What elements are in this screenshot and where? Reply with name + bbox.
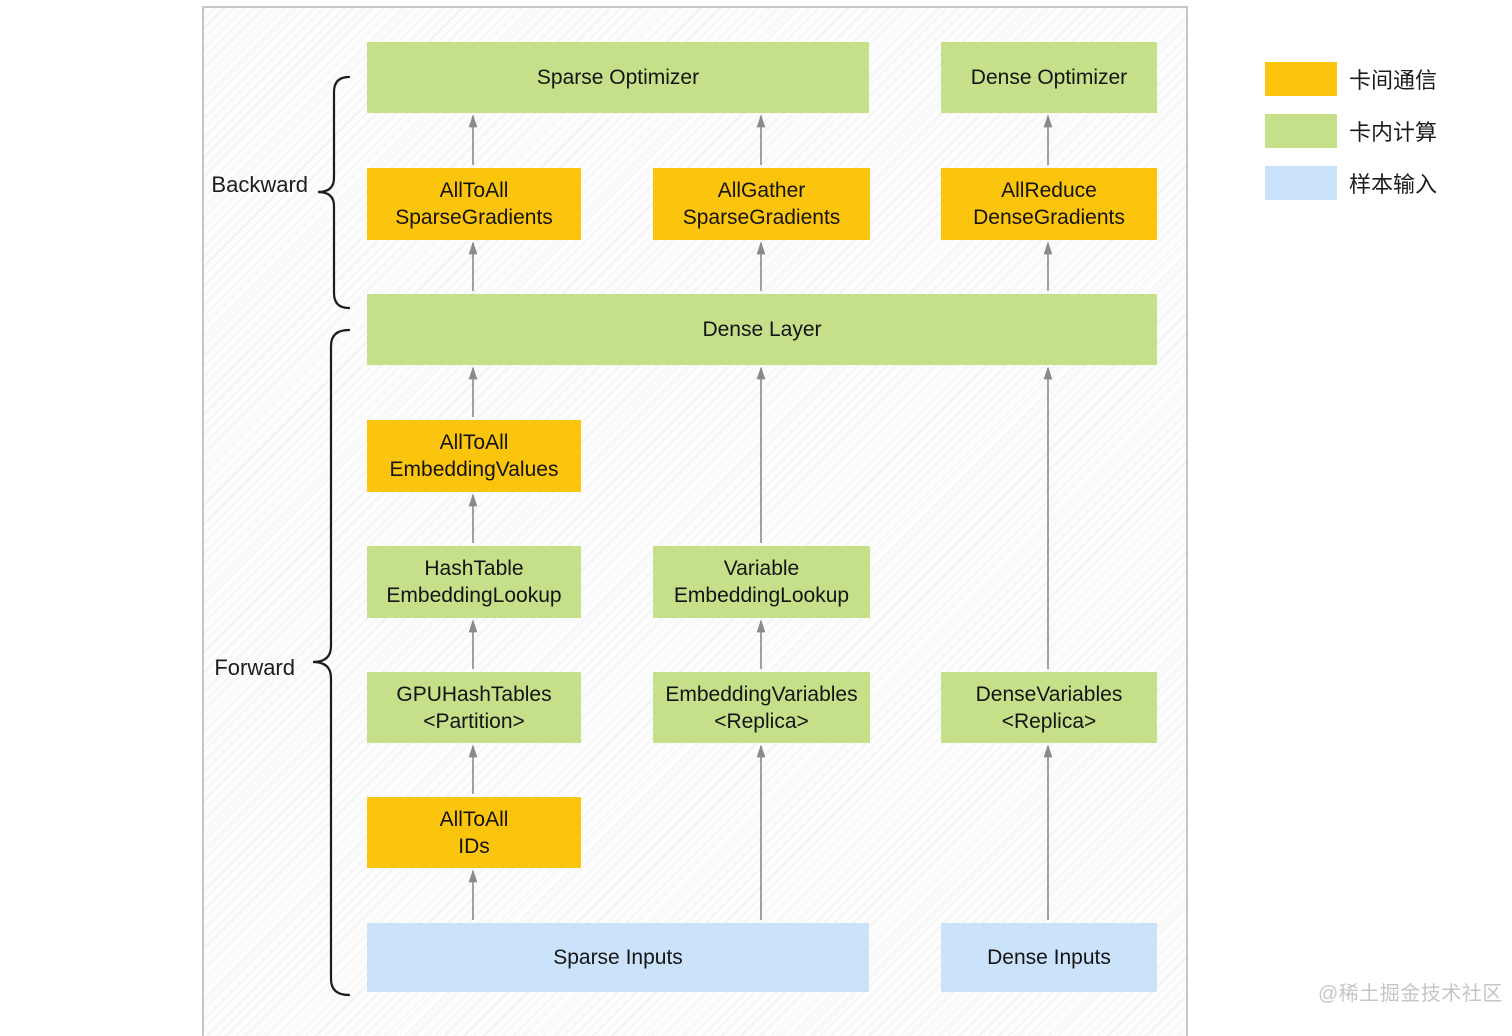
node-label: Sparse Optimizer — [536, 66, 700, 89]
watermark: @稀土掘金技术社区 — [1318, 983, 1503, 1005]
node-label: EmbeddingVariables <Replica> — [665, 682, 858, 733]
node-sparse-inputs: Sparse Inputs — [367, 923, 869, 992]
node-alltoall-sparse-gradients: AllToAll SparseGradients — [367, 168, 581, 240]
node-dense-variables: DenseVariables <Replica> — [941, 672, 1157, 743]
node-dense-inputs: Dense Inputs — [941, 923, 1157, 992]
node-sparse-optimizer: Sparse Optimizer — [367, 42, 869, 113]
node-allgather-sparse-gradients: AllGather SparseGradients — [653, 168, 870, 240]
node-label: AllReduce DenseGradients — [973, 179, 1125, 229]
node-label: AllGather SparseGradients — [682, 179, 841, 229]
node-embedding-variables: EmbeddingVariables <Replica> — [653, 672, 870, 743]
node-gpu-hashtables: GPUHashTables <Partition> — [367, 672, 581, 743]
node-label: Dense Layer — [702, 318, 822, 341]
node-label: Dense Optimizer — [970, 66, 1128, 89]
legend: 卡间通信 卡内计算 样本输入 — [1265, 62, 1505, 218]
node-dense-layer: Dense Layer — [367, 294, 1157, 365]
legend-label: 卡内计算 — [1349, 120, 1438, 145]
legend-label: 卡间通信 — [1349, 68, 1438, 93]
diagram-canvas — [202, 6, 1188, 1036]
legend-item-inter-card-communication: 卡间通信 — [1265, 62, 1505, 96]
node-dense-optimizer: Dense Optimizer — [941, 42, 1157, 113]
node-label: DenseVariables <Replica> — [975, 682, 1123, 733]
node-allreduce-dense-gradients: AllReduce DenseGradients — [941, 168, 1157, 240]
node-alltoall-ids: AllToAll IDs — [367, 797, 581, 868]
node-label: AllToAll SparseGradients — [395, 179, 553, 229]
legend-swatch-sample-input — [1265, 166, 1337, 200]
phase-label-forward: Forward — [214, 655, 295, 680]
node-label: Variable EmbeddingLookup — [673, 557, 850, 607]
node-label: HashTable EmbeddingLookup — [386, 557, 562, 607]
legend-swatch-communication — [1265, 62, 1337, 96]
legend-label: 样本输入 — [1349, 172, 1438, 197]
node-alltoall-embedding-values: AllToAll EmbeddingValues — [367, 420, 581, 492]
legend-item-in-card-computation: 卡内计算 — [1265, 114, 1505, 148]
legend-item-sample-input: 样本输入 — [1265, 166, 1505, 200]
legend-swatch-computation — [1265, 114, 1337, 148]
node-label: AllToAll EmbeddingValues — [389, 431, 559, 481]
node-label: Sparse Inputs — [553, 946, 683, 969]
node-label: GPUHashTables <Partition> — [396, 682, 552, 733]
node-hashtable-embedding-lookup: HashTable EmbeddingLookup — [367, 546, 581, 618]
node-label: Dense Inputs — [987, 946, 1111, 969]
node-label: AllToAll IDs — [439, 807, 509, 858]
node-variable-embedding-lookup: Variable EmbeddingLookup — [653, 546, 870, 618]
phase-label-backward: Backward — [211, 172, 308, 197]
